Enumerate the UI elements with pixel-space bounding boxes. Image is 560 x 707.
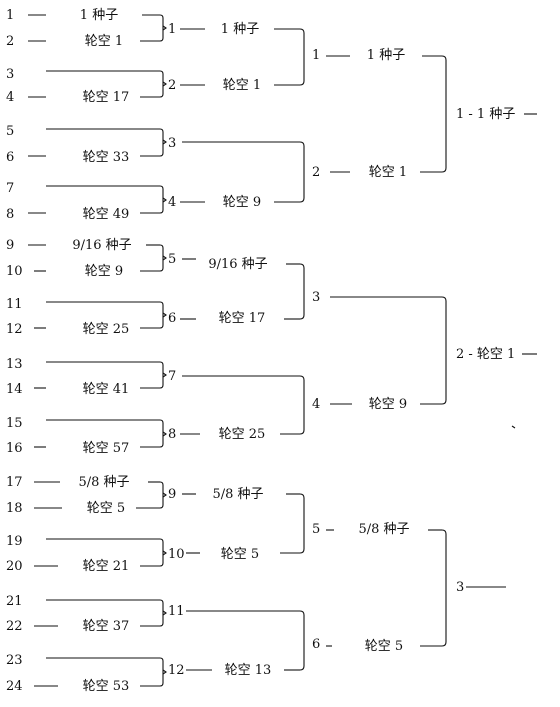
r1-seed-23: 23 [6,653,23,668]
r1-group-2: 3 4 轮空 17 [6,67,167,105]
r2-num-7: 7 [168,369,176,384]
r2-group-2: 3 4 轮空 9 [168,136,305,210]
r2-name-2: 轮空 1 [223,78,261,93]
r1-name-4: 轮空 17 [83,90,130,105]
r1-seed-8: 8 [6,207,14,222]
r1-name-16: 轮空 57 [83,441,130,456]
r1-group-8: 15 16 轮空 57 [6,416,167,456]
r2-name-1: 1 种子 [221,22,259,37]
r3-name-2: 轮空 1 [369,165,407,180]
r1-name-6: 轮空 33 [83,150,130,165]
r1-name-10: 轮空 9 [85,264,123,279]
r2-group-1: 1 1 种子 2 轮空 1 [168,22,305,93]
r3-name-5: 5/8 种子 [358,522,409,537]
r3-num-3: 3 [312,290,320,305]
r2-group-6: 11 12 轮空 13 [168,604,305,678]
r1-seed-1: 1 [6,8,14,23]
r1-name-24: 轮空 53 [83,679,130,694]
r2-num-9: 9 [168,487,176,502]
r4-label-2: 2 - 轮空 1 [456,347,515,362]
r1-group-4: 7 8 轮空 49 [6,181,167,222]
r1-seed-14: 14 [6,382,23,397]
r3-num-5: 5 [312,522,320,537]
r2-num-4: 4 [168,195,176,210]
r2-name-8: 轮空 25 [219,427,266,442]
r1-seed-24: 24 [6,679,23,694]
r1-seed-11: 11 [6,297,23,312]
r1-group-1: 1 1 种子 2 轮空 1 [6,8,167,49]
r3-name-6: 轮空 5 [365,639,403,654]
r2-num-5: 5 [168,252,176,267]
r1-group-3: 5 6 轮空 33 [6,124,167,165]
r1-group-12: 23 24 轮空 53 [6,653,167,694]
r4-results: 1 - 1 种子 2 - 轮空 1 3 [456,107,537,595]
r1-name-20: 轮空 21 [83,559,130,574]
r4-label-3: 3 [456,580,464,595]
r1-name-12: 轮空 25 [83,322,130,337]
r2-num-6: 6 [168,311,176,326]
r1-name-2: 轮空 1 [85,34,123,49]
r2-group-5: 9 5/8 种子 10 轮空 5 [168,487,305,562]
r3-num-6: 6 [312,637,320,652]
r1-seed-7: 7 [6,181,14,196]
r1-seed-16: 16 [6,441,23,456]
r2-group-4: 7 8 轮空 25 [168,369,305,442]
r3-num-2: 2 [312,165,320,180]
r2-num-10: 10 [168,547,185,562]
r1-seed-13: 13 [6,357,23,372]
r2-num-3: 3 [168,136,176,151]
r1-seed-15: 15 [6,416,23,431]
r1-name-22: 轮空 37 [83,619,130,634]
r1-seed-22: 22 [6,619,23,634]
r4-label-1: 1 - 1 种子 [456,107,515,122]
r3-group-2: 3 4 轮空 9 [312,290,447,412]
r3-group-3: 5 5/8 种子 6 轮空 5 [312,522,447,654]
r1-seed-19: 19 [6,534,23,549]
r1-group-5: 9 9/16 种子 10 轮空 9 [6,238,167,279]
r1-seed-18: 18 [6,501,23,516]
r2-name-4: 轮空 9 [223,195,261,210]
r1-group-6: 11 12 轮空 25 [6,297,167,337]
r2-name-12: 轮空 13 [225,663,272,678]
r1-name-14: 轮空 41 [83,382,130,397]
r1-seed-3: 3 [6,67,14,82]
r2-num-8: 8 [168,427,176,442]
r1-name-17: 5/8 种子 [78,475,129,490]
r1-seed-9: 9 [6,238,14,253]
r2-name-6: 轮空 17 [219,311,266,326]
r3-name-1: 1 种子 [367,48,405,63]
r1-group-7: 13 14 轮空 41 [6,357,167,397]
r3-name-4: 轮空 9 [369,397,407,412]
r1-seed-12: 12 [6,322,23,337]
r2-name-9: 5/8 种子 [212,487,263,502]
r2-num-1: 1 [168,22,176,37]
r1-seed-6: 6 [6,150,14,165]
r1-seed-5: 5 [6,124,14,139]
r3-num-4: 4 [312,397,320,412]
r1-seed-17: 17 [6,475,23,490]
r2-num-2: 2 [168,78,176,93]
r1-name-1: 1 种子 [80,8,118,23]
r1-seed-4: 4 [6,90,14,105]
r2-group-3: 5 9/16 种子 6 轮空 17 [168,252,305,326]
r3-group-1: 1 1 种子 2 轮空 1 [312,48,447,180]
r1-name-8: 轮空 49 [83,207,130,222]
r1-seed-10: 10 [6,264,23,279]
r1-seed-2: 2 [6,34,14,49]
r1-name-9: 9/16 种子 [72,238,131,253]
stray-mark [511,425,516,429]
r1-seed-20: 20 [6,559,23,574]
r1-name-18: 轮空 5 [87,501,125,516]
r2-name-5: 9/16 种子 [208,257,267,272]
r1-group-10: 19 20 轮空 21 [6,534,167,574]
r3-num-1: 1 [312,48,320,63]
r1-seed-21: 21 [6,594,23,609]
r2-num-11: 11 [168,604,185,619]
r1-group-11: 21 22 轮空 37 [6,594,167,634]
r1-group-9: 17 5/8 种子 18 轮空 5 [6,475,167,516]
r2-name-10: 轮空 5 [221,547,259,562]
r2-num-12: 12 [168,663,185,678]
